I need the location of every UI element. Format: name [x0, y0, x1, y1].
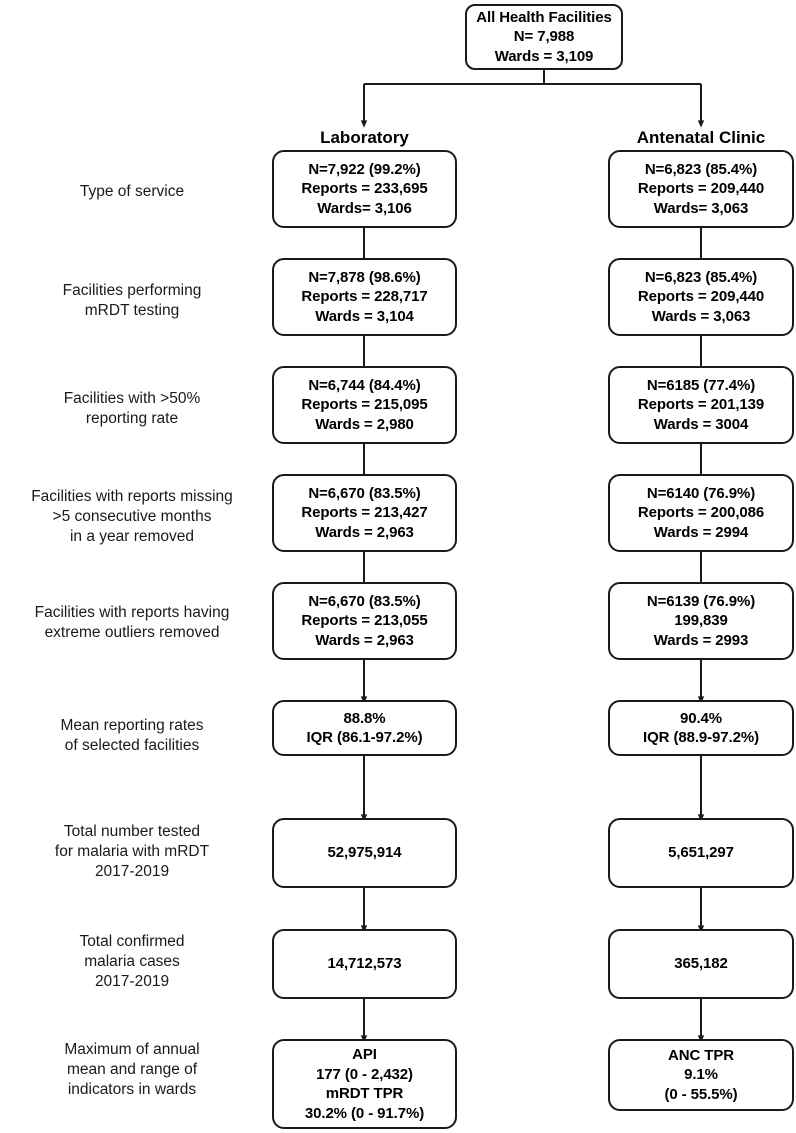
node-line: Reports = 213,055: [301, 612, 428, 630]
node-line: IQR (86.1-97.2%): [306, 729, 423, 746]
node-antenatal-total-tested: 5,651,297: [608, 818, 794, 888]
node-laboratory-mrdt-testing: N=7,878 (98.6%) Reports = 228,717 Wards …: [272, 258, 457, 336]
row-label-line: Total confirmed: [79, 933, 185, 950]
root-line-1: All Health Facilities: [476, 8, 612, 26]
node-laboratory-missing-months-removed: N=6,670 (83.5%) Reports = 213,427 Wards …: [272, 474, 457, 552]
row-label-line: mRDT testing: [84, 301, 180, 319]
node-line: Reports = 209,440: [637, 288, 765, 306]
node-line: N=6,670 (83.5%): [308, 592, 421, 610]
node-line: Wards = 2994: [653, 523, 749, 541]
node-line: 90.4%: [679, 709, 723, 727]
node-line: Wards = 3,104: [315, 307, 414, 325]
node-line: N=6,823 (85.4%): [644, 268, 758, 286]
row-label-line: Maximum of annual: [64, 1041, 200, 1058]
node-line: Reports = 233,695: [301, 180, 428, 198]
node-laboratory-mean-reporting-rates: 88.8% IQR (86.1-97.2%): [272, 700, 457, 756]
node-line: N=6140 (76.9%): [646, 484, 756, 502]
row-label-total-number-tested: Total number tested for malaria with mRD…: [0, 822, 264, 881]
node-line: N=6,670 (83.5%): [308, 484, 421, 502]
root-line-2: N= 7,988: [513, 28, 575, 46]
row-label-line: Type of service: [79, 183, 185, 200]
node-all-health-facilities: All Health Facilities N= 7,988 Wards = 3…: [465, 4, 623, 70]
row-label-line: mean and range of: [66, 1060, 198, 1078]
node-line: 88.8%: [343, 709, 386, 727]
row-label-line: indicators in wards: [67, 1080, 197, 1098]
column-header-laboratory: Laboratory: [320, 128, 409, 147]
node-line: Reports = 209,440: [637, 180, 765, 198]
node-line: Reports = 213,427: [301, 504, 428, 522]
row-label-line: in a year removed: [69, 527, 195, 545]
row-label-type-of-service: Type of service: [0, 182, 264, 202]
root-line-3: Wards = 3,109: [494, 47, 594, 65]
node-line: 199,839: [674, 612, 728, 630]
row-label-line: Facilities with reports having: [34, 604, 230, 621]
node-line: Wards = 2993: [653, 631, 749, 649]
node-antenatal-anc-tpr: ANC TPR 9.1% (0 - 55.5%): [608, 1039, 794, 1111]
node-line: 5,651,297: [668, 844, 734, 862]
node-line: Wards = 2,963: [315, 523, 414, 541]
node-antenatal-mean-reporting-rates: 90.4% IQR (88.9-97.2%): [608, 700, 794, 756]
node-line: N=6139 (76.9%): [646, 592, 756, 610]
node-antenatal-extreme-outliers-removed: N=6139 (76.9%) 199,839 Wards = 2993: [608, 582, 794, 660]
node-line: Reports = 201,139: [637, 396, 765, 414]
node-antenatal-type-of-service: N=6,823 (85.4%) Reports = 209,440 Wards=…: [608, 150, 794, 228]
node-line: 30.2% (0 - 91.7%): [304, 1104, 425, 1122]
node-line: 365,182: [674, 955, 728, 973]
node-line: 52,975,914: [327, 844, 402, 862]
node-antenatal-confirmed-cases: 365,182: [608, 929, 794, 999]
node-line: 9.1%: [684, 1066, 718, 1084]
node-laboratory-type-of-service: N=7,922 (99.2%) Reports = 233,695 Wards=…: [272, 150, 457, 228]
node-line: N=6185 (77.4%): [646, 376, 756, 394]
row-label-reporting-rate: Facilities with >50% reporting rate: [0, 389, 264, 429]
node-antenatal-mrdt-testing: N=6,823 (85.4%) Reports = 209,440 Wards …: [608, 258, 794, 336]
row-label-maximum-annual-indicators: Maximum of annual mean and range of indi…: [0, 1040, 264, 1099]
node-line: Wards= 3,063: [653, 199, 749, 217]
node-line: Wards= 3,106: [317, 199, 412, 217]
node-line: Wards = 2,963: [315, 631, 414, 649]
row-label-line: malaria cases: [84, 952, 180, 970]
row-label-line: 2017-2019: [94, 972, 170, 990]
node-line: (0 - 55.5%): [664, 1085, 738, 1103]
node-line: N=7,878 (98.6%): [308, 268, 421, 286]
node-line: N=7,922 (99.2%): [308, 160, 421, 178]
row-label-line: extreme outliers removed: [44, 623, 220, 641]
node-laboratory-api-mrdt-tpr: API 177 (0 - 2,432) mRDT TPR 30.2% (0 - …: [272, 1039, 457, 1129]
column-header-antenatal-clinic: Antenatal Clinic: [636, 128, 766, 147]
node-line: 177 (0 - 2,432): [316, 1065, 413, 1083]
node-laboratory-confirmed-cases: 14,712,573: [272, 929, 457, 999]
node-line: N=6,823 (85.4%): [644, 160, 758, 178]
row-label-line: Mean reporting rates: [60, 717, 204, 734]
node-line: Reports = 200,086: [637, 504, 765, 522]
row-label-line: Facilities with reports missing: [31, 488, 233, 505]
node-line: Wards = 2,980: [315, 415, 414, 433]
row-label-line: Facilities performing: [62, 282, 202, 299]
node-line: Reports = 215,095: [301, 396, 428, 414]
node-antenatal-missing-months-removed: N=6140 (76.9%) Reports = 200,086 Wards =…: [608, 474, 794, 552]
row-label-line: >5 consecutive months: [52, 507, 212, 525]
node-line: N=6,744 (84.4%): [308, 376, 421, 394]
node-line: Reports = 228,717: [301, 288, 428, 306]
node-line: Wards = 3,063: [651, 307, 751, 325]
row-label-total-confirmed-cases: Total confirmed malaria cases 2017-2019: [0, 932, 264, 991]
row-label-line: 2017-2019: [94, 862, 170, 880]
row-label-line: Facilities with >50%: [63, 390, 201, 407]
node-line: ANC TPR: [668, 1046, 734, 1064]
node-line: mRDT TPR: [325, 1085, 404, 1102]
row-label-extreme-outliers-removed: Facilities with reports having extreme o…: [0, 603, 264, 643]
row-label-line: of selected facilities: [64, 736, 200, 754]
node-line: 14,712,573: [327, 955, 402, 973]
row-label-missing-months-removed: Facilities with reports missing >5 conse…: [0, 487, 264, 546]
node-line: API: [352, 1046, 377, 1063]
node-laboratory-total-tested: 52,975,914: [272, 818, 457, 888]
node-antenatal-reporting-rate: N=6185 (77.4%) Reports = 201,139 Wards =…: [608, 366, 794, 444]
row-label-line: for malaria with mRDT: [54, 842, 210, 860]
row-label-line: reporting rate: [85, 409, 179, 427]
row-label-mean-reporting-rates: Mean reporting rates of selected facilit…: [0, 716, 264, 756]
row-label-facilities-performing-mrdt-testing: Facilities performing mRDT testing: [0, 281, 264, 321]
node-line: IQR (88.9-97.2%): [643, 729, 759, 746]
node-laboratory-extreme-outliers-removed: N=6,670 (83.5%) Reports = 213,055 Wards …: [272, 582, 457, 660]
node-laboratory-reporting-rate: N=6,744 (84.4%) Reports = 215,095 Wards …: [272, 366, 457, 444]
row-label-line: Total number tested: [63, 823, 201, 840]
node-line: Wards = 3004: [653, 415, 749, 433]
